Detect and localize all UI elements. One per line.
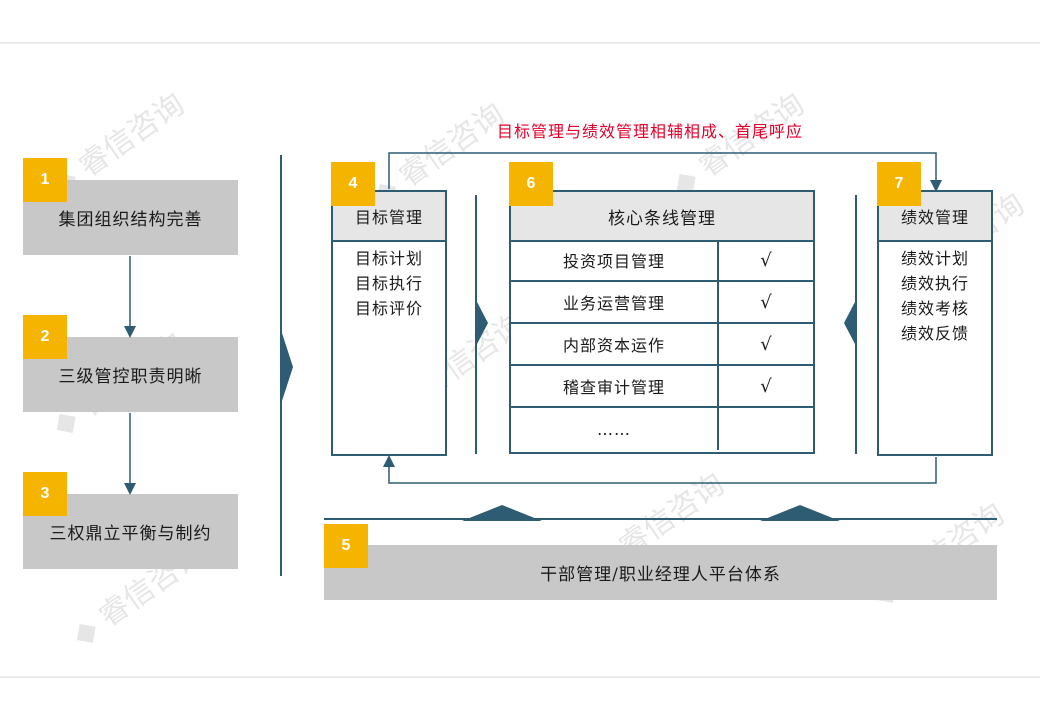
target-mgmt-item: 目标计划 bbox=[354, 249, 423, 268]
performance-mgmt-panel: 绩效管理 绩效计划 绩效执行 绩效考核 绩效反馈 bbox=[877, 190, 993, 456]
divider-arrow-right bbox=[281, 330, 293, 404]
core-row-name: 内部资本运作 bbox=[511, 324, 719, 364]
step-1-label: 集团组织结构完善 bbox=[58, 210, 203, 230]
target-mgmt-panel: 目标管理 目标计划 目标执行 目标评价 bbox=[331, 190, 447, 456]
platform-label: 干部管理/职业经理人平台体系 bbox=[540, 565, 781, 585]
step-2-box: 三级管控职责明晰 bbox=[23, 337, 238, 412]
check-mark: √ bbox=[760, 249, 772, 271]
platform-arrow-up-1 bbox=[462, 505, 542, 521]
table-row: 稽查审计管理 √ bbox=[511, 366, 813, 408]
table-row: 投资项目管理 √ bbox=[511, 240, 813, 282]
check-mark: √ bbox=[760, 333, 772, 355]
core-mgmt-table: 核心条线管理 投资项目管理 √ 业务运营管理 √ 内部资本运作 √ 稽查审计管理… bbox=[509, 190, 815, 454]
check-mark: √ bbox=[760, 291, 772, 313]
target-mgmt-badge: 4 bbox=[331, 162, 375, 206]
step-3-box: 三权鼎立平衡与制约 bbox=[23, 494, 238, 569]
bottom-loop-arrow bbox=[383, 455, 937, 484]
core-row-name: 业务运营管理 bbox=[511, 282, 719, 322]
core-row-name: …… bbox=[511, 408, 719, 450]
platform-box: 干部管理/职业经理人平台体系 bbox=[324, 545, 997, 600]
diagram-title: 目标管理与绩效管理相辅相成、首尾呼应 bbox=[496, 122, 803, 141]
step-2-badge: 2 bbox=[23, 315, 67, 359]
target-mgmt-item: 目标评价 bbox=[354, 299, 423, 318]
core-row-name: 稽查审计管理 bbox=[511, 366, 719, 406]
performance-mgmt-item: 绩效计划 bbox=[900, 249, 969, 268]
table-row: 业务运营管理 √ bbox=[511, 282, 813, 324]
performance-mgmt-item: 绩效反馈 bbox=[900, 324, 969, 343]
bottom-divider bbox=[0, 676, 1040, 678]
inner-arrow-right bbox=[476, 300, 488, 346]
target-mgmt-item: 目标执行 bbox=[354, 274, 423, 293]
platform-arrow-up-2 bbox=[760, 505, 840, 521]
step-1-badge: 1 bbox=[23, 158, 67, 202]
check-mark: √ bbox=[760, 375, 772, 397]
table-row: …… bbox=[511, 408, 813, 450]
performance-mgmt-item: 绩效执行 bbox=[900, 274, 969, 293]
core-mgmt-badge: 6 bbox=[509, 162, 553, 206]
step-2-label: 三级管控职责明晰 bbox=[58, 367, 203, 387]
performance-mgmt-item: 绩效考核 bbox=[900, 299, 969, 318]
top-loop-arrow bbox=[388, 152, 942, 192]
top-divider bbox=[0, 42, 1040, 44]
table-row: 内部资本运作 √ bbox=[511, 324, 813, 366]
step-3-badge: 3 bbox=[23, 472, 67, 516]
performance-mgmt-badge: 7 bbox=[877, 162, 921, 206]
step-3-label: 三权鼎立平衡与制约 bbox=[49, 524, 212, 544]
core-row-name: 投资项目管理 bbox=[511, 240, 719, 280]
inner-arrow-left bbox=[844, 300, 856, 346]
platform-badge: 5 bbox=[324, 524, 368, 568]
core-mgmt-title: 核心条线管理 bbox=[511, 192, 813, 242]
